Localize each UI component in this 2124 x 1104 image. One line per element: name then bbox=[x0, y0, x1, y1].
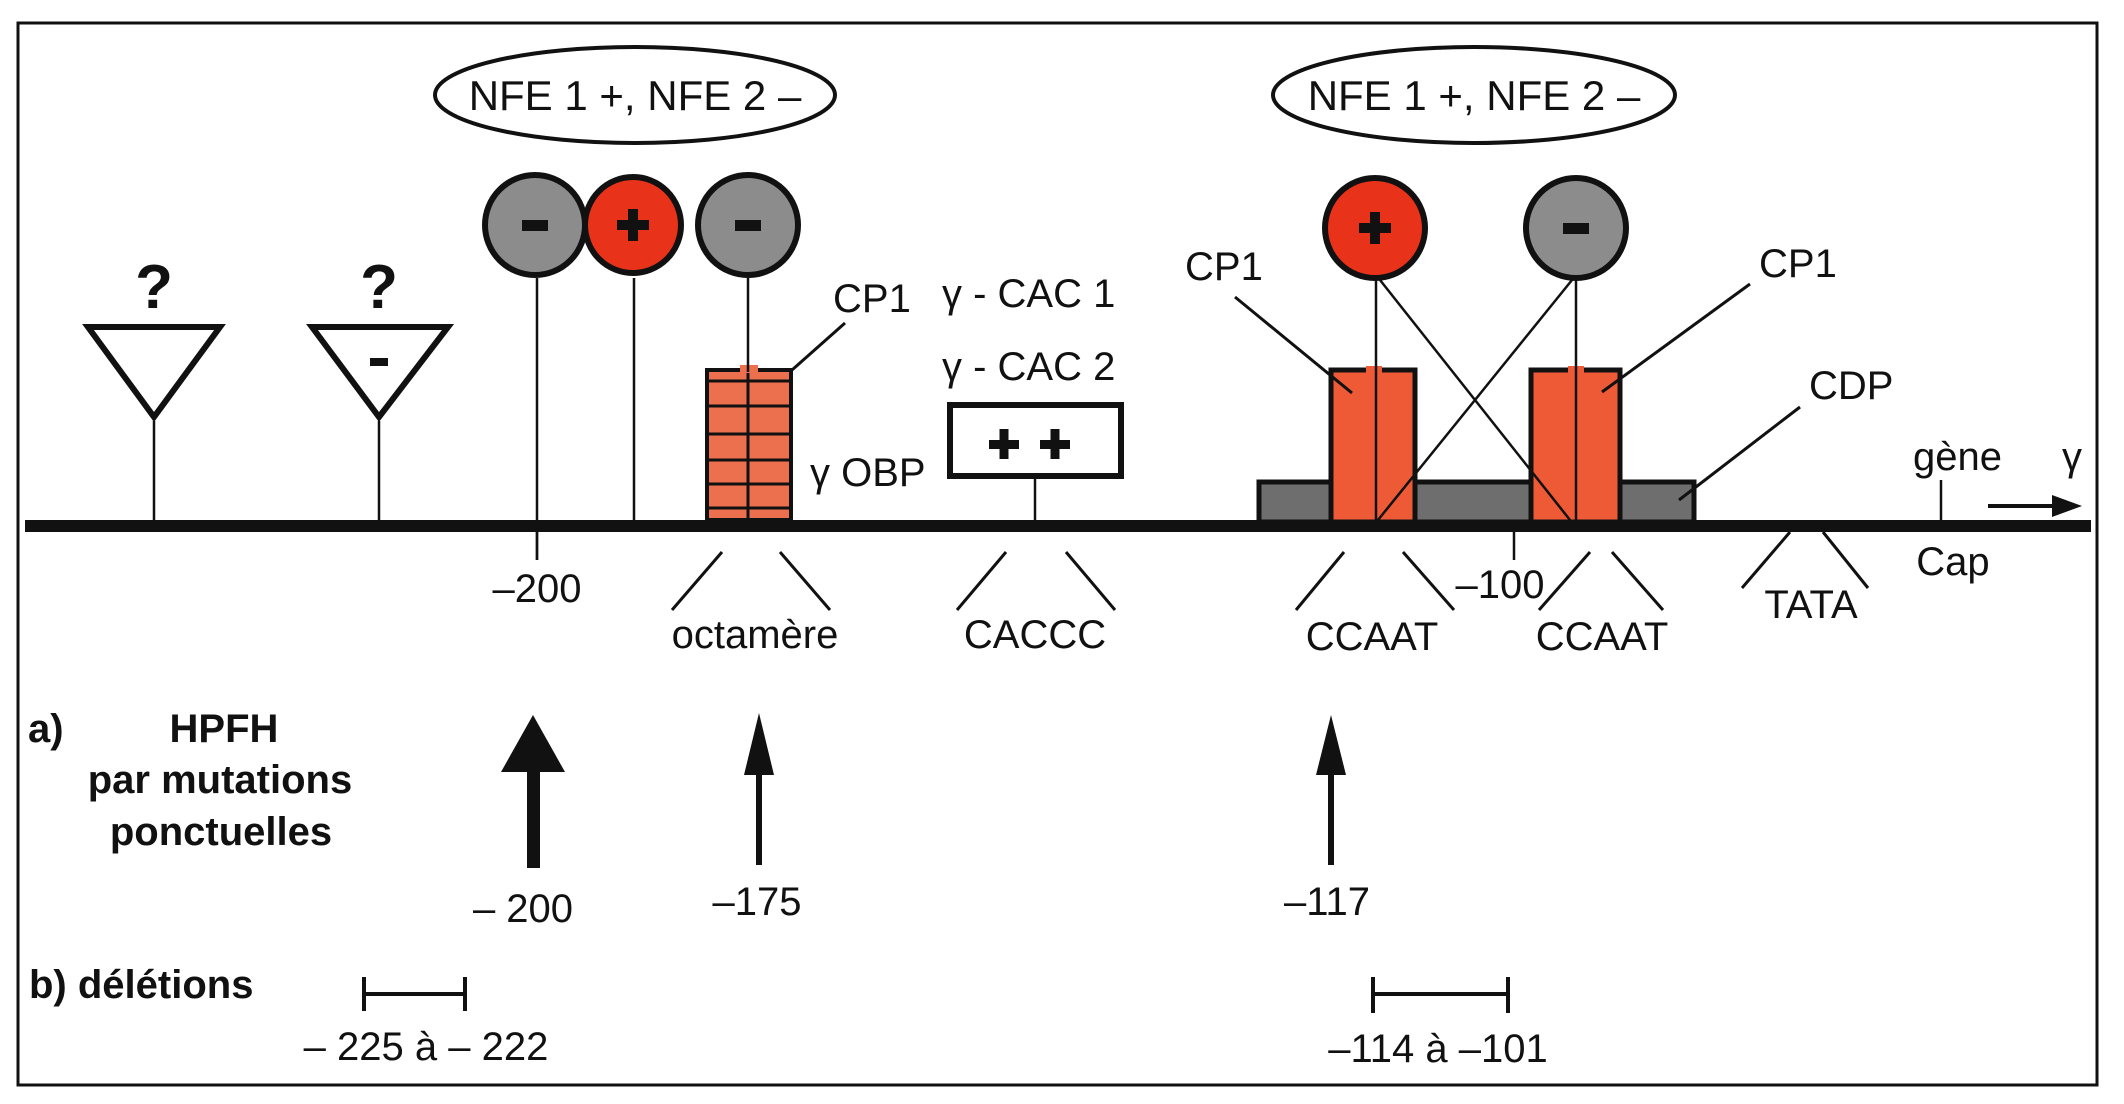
element-caccc: CACCC bbox=[955, 551, 1117, 657]
element-octamer: octamère bbox=[670, 551, 839, 657]
cap-label: Cap bbox=[1916, 540, 1989, 584]
question-mark-icon: ? bbox=[135, 253, 173, 322]
position-m200: –200 bbox=[493, 567, 582, 611]
mutation-position: – 200 bbox=[473, 887, 573, 931]
mutation-position: –117 bbox=[1284, 880, 1370, 924]
cp1-box-1 bbox=[1328, 366, 1418, 525]
factor-activator-2 bbox=[1322, 175, 1571, 521]
cp1-label-center: CP1 bbox=[1185, 245, 1263, 289]
minus-icon bbox=[370, 358, 388, 366]
triangle-icon bbox=[82, 324, 226, 423]
deletion-label: –114 à –101 bbox=[1328, 1027, 1547, 1071]
cac-box bbox=[947, 402, 1124, 520]
element-label: CACCC bbox=[964, 613, 1106, 657]
section-b-label: b) délétions bbox=[29, 963, 253, 1007]
transcription-arrow-icon bbox=[1988, 495, 2082, 517]
minus-icon bbox=[1563, 223, 1589, 234]
element-tata: TATA bbox=[1740, 531, 1870, 627]
mutation-arrow-m117: –117 bbox=[1284, 715, 1370, 924]
mutation-position: –175 bbox=[713, 880, 802, 924]
gamma-obp-label: γ OBP bbox=[810, 451, 926, 495]
arrow-up-icon bbox=[501, 715, 565, 772]
element-ccaat-1: CCAAT bbox=[1294, 551, 1456, 659]
element-label: TATA bbox=[1764, 583, 1858, 627]
element-ccaat-2: CCAAT bbox=[1536, 551, 1669, 659]
arrow-up-icon bbox=[1316, 715, 1346, 775]
gamma-cac1-label: γ - CAC 1 bbox=[942, 272, 1115, 316]
position-m100: –100 bbox=[1456, 563, 1545, 607]
cp1-label-left: CP1 bbox=[833, 277, 911, 321]
cp1-leader bbox=[791, 321, 846, 372]
deletion-range-1: – 225 à – 222 bbox=[304, 977, 549, 1069]
dna-line bbox=[25, 520, 2091, 532]
cp1-label-right: CP1 bbox=[1759, 242, 1837, 286]
cp1-leader bbox=[1234, 295, 1353, 395]
triangle-icon bbox=[306, 324, 455, 422]
minus-icon bbox=[522, 220, 548, 231]
section-a-line2: par mutations bbox=[88, 758, 352, 802]
minus-icon bbox=[735, 220, 761, 231]
element-label: CCAAT bbox=[1536, 615, 1669, 659]
mutation-arrow-m175: –175 bbox=[713, 713, 802, 924]
unknown-factor-2: ? bbox=[306, 253, 455, 520]
octamer-binding-box bbox=[705, 365, 793, 522]
nfe-label-left-text: NFE 1 +, NFE 2 – bbox=[469, 72, 802, 119]
cdp-label: CDP bbox=[1809, 364, 1893, 408]
mutation-arrow-m200: – 200 bbox=[473, 715, 573, 931]
nfe-label-right: NFE 1 +, NFE 2 – bbox=[1271, 45, 1677, 145]
element-label: CCAAT bbox=[1306, 615, 1439, 659]
figure-frame bbox=[16, 21, 2099, 1087]
cp1-leader bbox=[1601, 282, 1751, 394]
section-a-label: a) bbox=[28, 707, 64, 751]
factor-repressor-1 bbox=[482, 172, 588, 560]
nfe-label-left: NFE 1 +, NFE 2 – bbox=[433, 45, 837, 145]
cdp-box bbox=[1256, 479, 1697, 525]
arrow-up-icon bbox=[744, 713, 774, 775]
section-a-title: HPFH bbox=[170, 707, 279, 751]
factor-repressor-2 bbox=[695, 172, 801, 372]
factor-repressor-3 bbox=[1377, 175, 1629, 521]
nfe-label-right-text: NFE 1 +, NFE 2 – bbox=[1308, 72, 1641, 119]
gene-label: gène bbox=[1913, 435, 2002, 479]
factor-activator-1 bbox=[582, 174, 684, 520]
question-mark-icon: ? bbox=[360, 253, 398, 322]
gamma-cac2-label: γ - CAC 2 bbox=[942, 345, 1115, 389]
deletion-label: – 225 à – 222 bbox=[304, 1025, 549, 1069]
section-a-line3: ponctuelles bbox=[110, 810, 332, 854]
gene-symbol: γ bbox=[2062, 435, 2082, 479]
cross-line bbox=[1377, 279, 1573, 521]
unknown-factor-1: ? bbox=[82, 253, 226, 520]
deletion-range-2: –114 à –101 bbox=[1328, 977, 1548, 1071]
element-label: octamère bbox=[672, 613, 839, 657]
cdp-leader bbox=[1678, 405, 1801, 502]
